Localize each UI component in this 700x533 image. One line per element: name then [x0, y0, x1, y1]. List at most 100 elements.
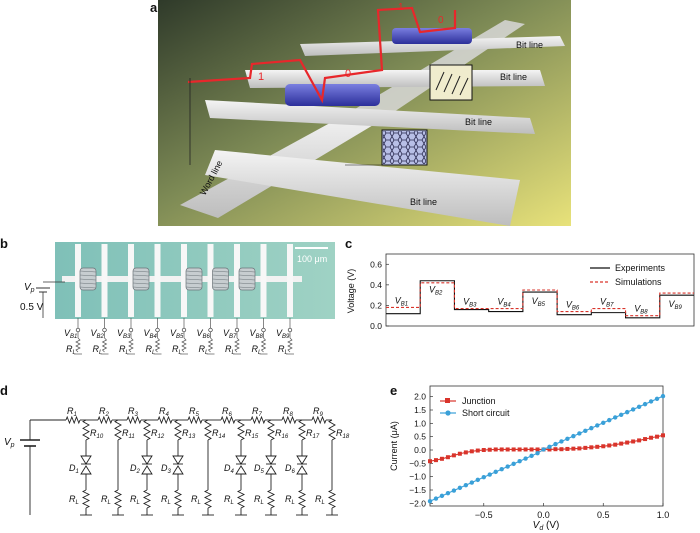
junction-point	[619, 441, 624, 446]
rl-label: RL	[172, 344, 182, 356]
short-point	[445, 491, 451, 496]
e-ytick-label: 1.0	[414, 418, 426, 428]
junction-point	[457, 451, 462, 456]
e-ytick-label: 2.0	[414, 392, 426, 402]
junction-point	[613, 442, 618, 447]
short-point	[505, 464, 510, 469]
series-resistor	[250, 415, 266, 425]
series-resistor-label: R9	[313, 406, 324, 418]
panel-a-illustration: 1 0 1 0 Bit line Bit line Bit line Bit l…	[158, 0, 571, 226]
short-point	[613, 415, 618, 420]
rl-label: RL	[119, 344, 129, 356]
junction-point	[475, 448, 480, 453]
bit-line-strip-4	[205, 150, 520, 226]
shunt-resistor	[237, 419, 245, 441]
inset-molecule	[429, 64, 473, 101]
junction-point	[583, 445, 588, 450]
c-category-label: VB5	[532, 296, 546, 308]
diode-label: D5	[254, 463, 265, 475]
bit-electrode	[207, 244, 214, 317]
series-resistor	[65, 415, 81, 425]
shunt-resistor	[328, 419, 336, 441]
chart-e-legend: Junction Short circuit	[440, 396, 510, 418]
short-point	[559, 439, 564, 444]
load-resistor-label: RL	[315, 494, 325, 506]
e-ytick-label: −1.0	[409, 472, 426, 482]
diode	[80, 455, 92, 465]
shunt-resistor-label: R17	[306, 428, 320, 440]
short-point	[475, 477, 480, 483]
panel-a-letter: a	[150, 0, 158, 15]
bit-line-strip-1	[300, 36, 565, 56]
legend-junction: Junction	[462, 396, 496, 406]
bit-label-1: 1	[258, 71, 264, 83]
rl-label: RL	[199, 344, 209, 356]
short-point	[601, 420, 606, 425]
diode	[265, 455, 277, 465]
bit-electrode	[260, 244, 267, 317]
junction-point	[439, 456, 444, 461]
load-resistor	[128, 337, 134, 353]
short-point	[535, 451, 540, 456]
vb-label: VB1	[64, 328, 77, 340]
diode	[235, 455, 247, 465]
short-point	[487, 472, 492, 477]
legend-short-circuit: Short circuit	[462, 408, 510, 418]
molecular-coil	[212, 267, 229, 291]
vb-label: VB6	[197, 328, 211, 340]
short-point	[624, 409, 630, 415]
molecular-coil	[185, 267, 203, 291]
e-ytick-label: −0.5	[409, 458, 426, 468]
vb-label: VB5	[170, 328, 184, 340]
junction-point	[607, 443, 612, 448]
load-resistor	[234, 337, 240, 353]
load-resistor	[260, 337, 267, 353]
panel-d-letter: d	[0, 383, 8, 398]
short-point	[463, 483, 469, 488]
panel-b-letter: b	[0, 236, 8, 251]
series-resistor	[126, 415, 142, 425]
shunt-resistor-label: R11	[122, 428, 135, 440]
series-resistor-label: R1	[67, 406, 77, 418]
junction-point	[433, 458, 438, 463]
legend-junction-marker	[445, 398, 450, 403]
junction-point	[577, 446, 582, 451]
short-point	[607, 417, 612, 423]
shunt-resistor-label: R16	[275, 428, 289, 440]
e-ytick-label: 0.5	[414, 432, 426, 442]
shunt-resistor	[82, 419, 90, 441]
short-point	[630, 407, 636, 412]
diode	[141, 455, 153, 465]
short-point	[517, 459, 522, 464]
short-point	[541, 447, 546, 452]
bit-electrode	[128, 244, 134, 317]
legend-short-marker	[445, 410, 451, 416]
shunt-resistor-label: R13	[182, 428, 196, 440]
shunt-resistor	[143, 419, 151, 441]
graphene-lattice	[383, 131, 426, 164]
series-resistor-label: R8	[283, 406, 294, 418]
short-point	[654, 396, 660, 401]
diode-label: D1	[69, 463, 79, 475]
bit-electrode	[154, 244, 161, 317]
junction-point	[571, 446, 576, 451]
vb-label: VB4	[144, 328, 158, 340]
circuit-d: VpR1R10D1RLR2R11RLR3R12D2RLR4R13D3RLR5R1…	[4, 406, 350, 516]
diode-label: D6	[285, 463, 296, 475]
rl-label: RL	[66, 344, 76, 356]
short-point	[571, 433, 576, 439]
junction-point	[463, 450, 468, 455]
short-point	[433, 496, 439, 501]
load-resistor-d	[236, 489, 246, 509]
short-point	[427, 499, 433, 504]
shunt-resistor	[174, 419, 182, 441]
molecular-coil	[238, 267, 256, 291]
junction-point	[595, 444, 600, 449]
junction-point	[565, 446, 570, 451]
series-resistor-label: R3	[128, 406, 139, 418]
series-resistor-label: R4	[159, 406, 170, 418]
